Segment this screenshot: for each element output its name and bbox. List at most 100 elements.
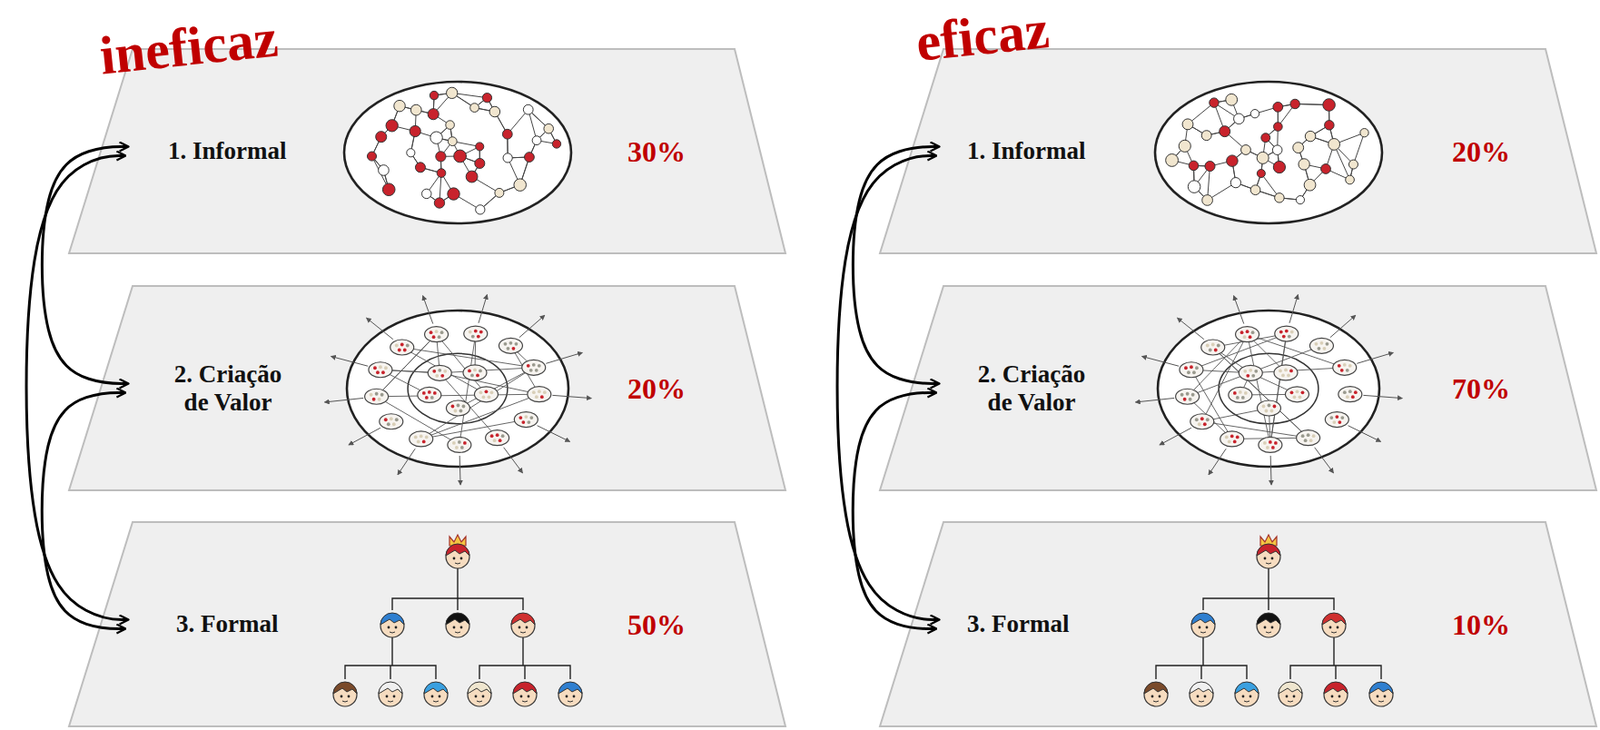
person-face [558,681,583,707]
value-arrow [459,455,462,485]
network-person [1234,113,1245,125]
network-person [1256,151,1269,164]
layer-percentage: 10% [1451,607,1511,642]
value-arrow [1289,295,1298,324]
team-pod [447,436,472,453]
person-face [1322,612,1346,638]
org-chart-line [456,568,458,599]
network-person [366,151,376,161]
network-person [552,139,561,149]
person-face [467,681,492,707]
team-pod [379,414,404,430]
network-person [1274,193,1285,204]
value-arrow [397,448,415,475]
value-link [459,334,476,445]
team-pod [1333,359,1357,376]
person-face [445,612,470,638]
value-arrow [1135,397,1175,403]
network-person [375,131,387,143]
value-core-outline [1218,353,1319,424]
team-pod [1258,436,1283,453]
plane-outline [69,286,786,491]
org-chart-line [1202,637,1204,666]
layer-plane: 3. Formal 50% [69,522,786,727]
person-face [378,681,403,707]
network-person [475,142,484,151]
value-arrow [1234,296,1245,325]
network-person [1345,175,1355,185]
network-person [445,120,455,130]
network-person [435,151,446,162]
network-person [523,104,534,115]
value-arrow [545,352,583,364]
value-arrow [519,315,545,337]
value-network-outline [346,310,569,467]
layer-name: 1. Informal [967,137,1087,166]
network-person [494,187,504,198]
team-pod [445,400,470,416]
layer-percentage: 50% [627,607,686,642]
team-pod [1256,400,1281,416]
network-person [1230,177,1241,188]
team-pod [368,362,393,378]
org-chart-line [345,665,436,680]
value-arrow [503,447,524,474]
org-chart-line [456,598,458,611]
org-chart-line [391,637,393,666]
plane-illustration [333,534,583,707]
org-chart-line [479,665,571,680]
value-arrow [1314,447,1334,474]
person-face [424,681,448,707]
team-pod [365,388,389,405]
layer-plane: 2. Criação de Valor20% [69,286,786,491]
plane-outline [69,522,786,727]
value-arrow [331,355,369,366]
person-face [1234,681,1259,707]
value-arrow [1270,455,1273,485]
value-link [1247,334,1345,368]
network-person [1201,130,1212,141]
network-person [524,152,535,163]
network-person [1178,139,1191,152]
value-arrow [1159,427,1192,445]
value-arrow [366,317,394,340]
network-person [1293,142,1304,154]
team-pod [498,337,523,354]
network-person [422,188,432,198]
plane-illustration [1155,81,1383,224]
network-person [1360,128,1369,138]
person-face [445,534,470,569]
team-pod [1284,386,1309,403]
network-person [502,128,513,139]
network-person [543,123,554,134]
person-face [1256,612,1281,638]
network-person [406,148,415,158]
person-face [1144,681,1168,707]
layer-plane: 2. Criação de Valor70% [879,286,1597,491]
network-person [532,136,542,146]
network-person [1187,180,1201,194]
network-person [1321,164,1332,175]
value-arrow [552,395,592,398]
network-person [474,158,485,168]
layer-name: 1. Informal [167,137,287,166]
network-person [1182,118,1194,130]
team-pod [409,431,434,447]
team-pod [1220,431,1245,447]
layer-name: 3. Formal [176,610,278,639]
person-face [1323,681,1348,707]
value-link [421,419,527,439]
plane-outline [879,522,1597,727]
org-chart-line [1334,665,1336,680]
network-person [1250,185,1261,196]
team-pod [424,326,449,343]
plane-outline [879,286,1597,491]
network-person [1261,133,1271,143]
network-person [1165,154,1179,168]
plane-illustration [1135,295,1403,485]
org-chart-line [1267,598,1269,611]
team-pod [485,430,510,446]
value-arrow [348,427,381,445]
network-person [1290,98,1300,109]
value-link [436,334,487,395]
